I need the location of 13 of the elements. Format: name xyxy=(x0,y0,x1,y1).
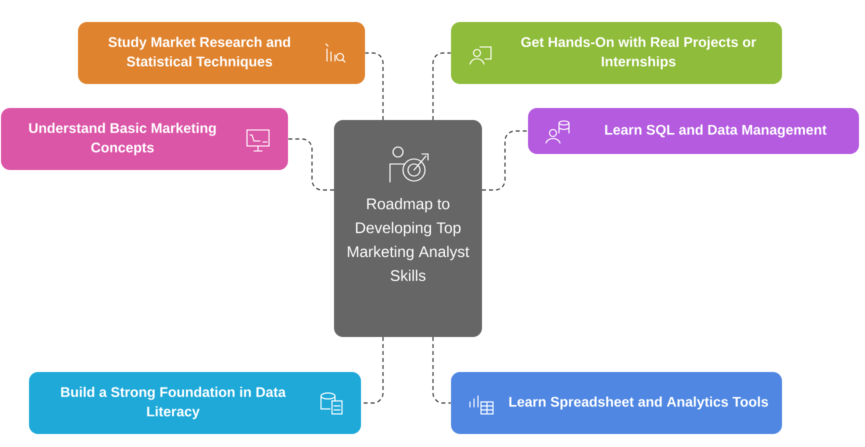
connector xyxy=(432,336,451,404)
step-box: Build a Strong Foundation in Data Literacy xyxy=(29,372,361,434)
step-box: Learn Spreadsheet and Analytics Tools xyxy=(451,372,782,434)
connector xyxy=(482,130,528,191)
step-box: Get Hands-On with Real Projects or Internships xyxy=(451,22,782,84)
step-box: Understand Basic Marketing Concepts xyxy=(1,108,288,170)
connector xyxy=(365,52,384,120)
topic-box: Roadmap to Developing Top Marketing Analyst Skills xyxy=(334,120,482,337)
connector xyxy=(361,336,384,404)
step-box: Learn SQL and Data Management xyxy=(528,108,859,154)
connector xyxy=(288,138,334,191)
connector xyxy=(432,52,451,120)
step-box: Study Market Research and Statistical Techniques xyxy=(78,22,365,84)
